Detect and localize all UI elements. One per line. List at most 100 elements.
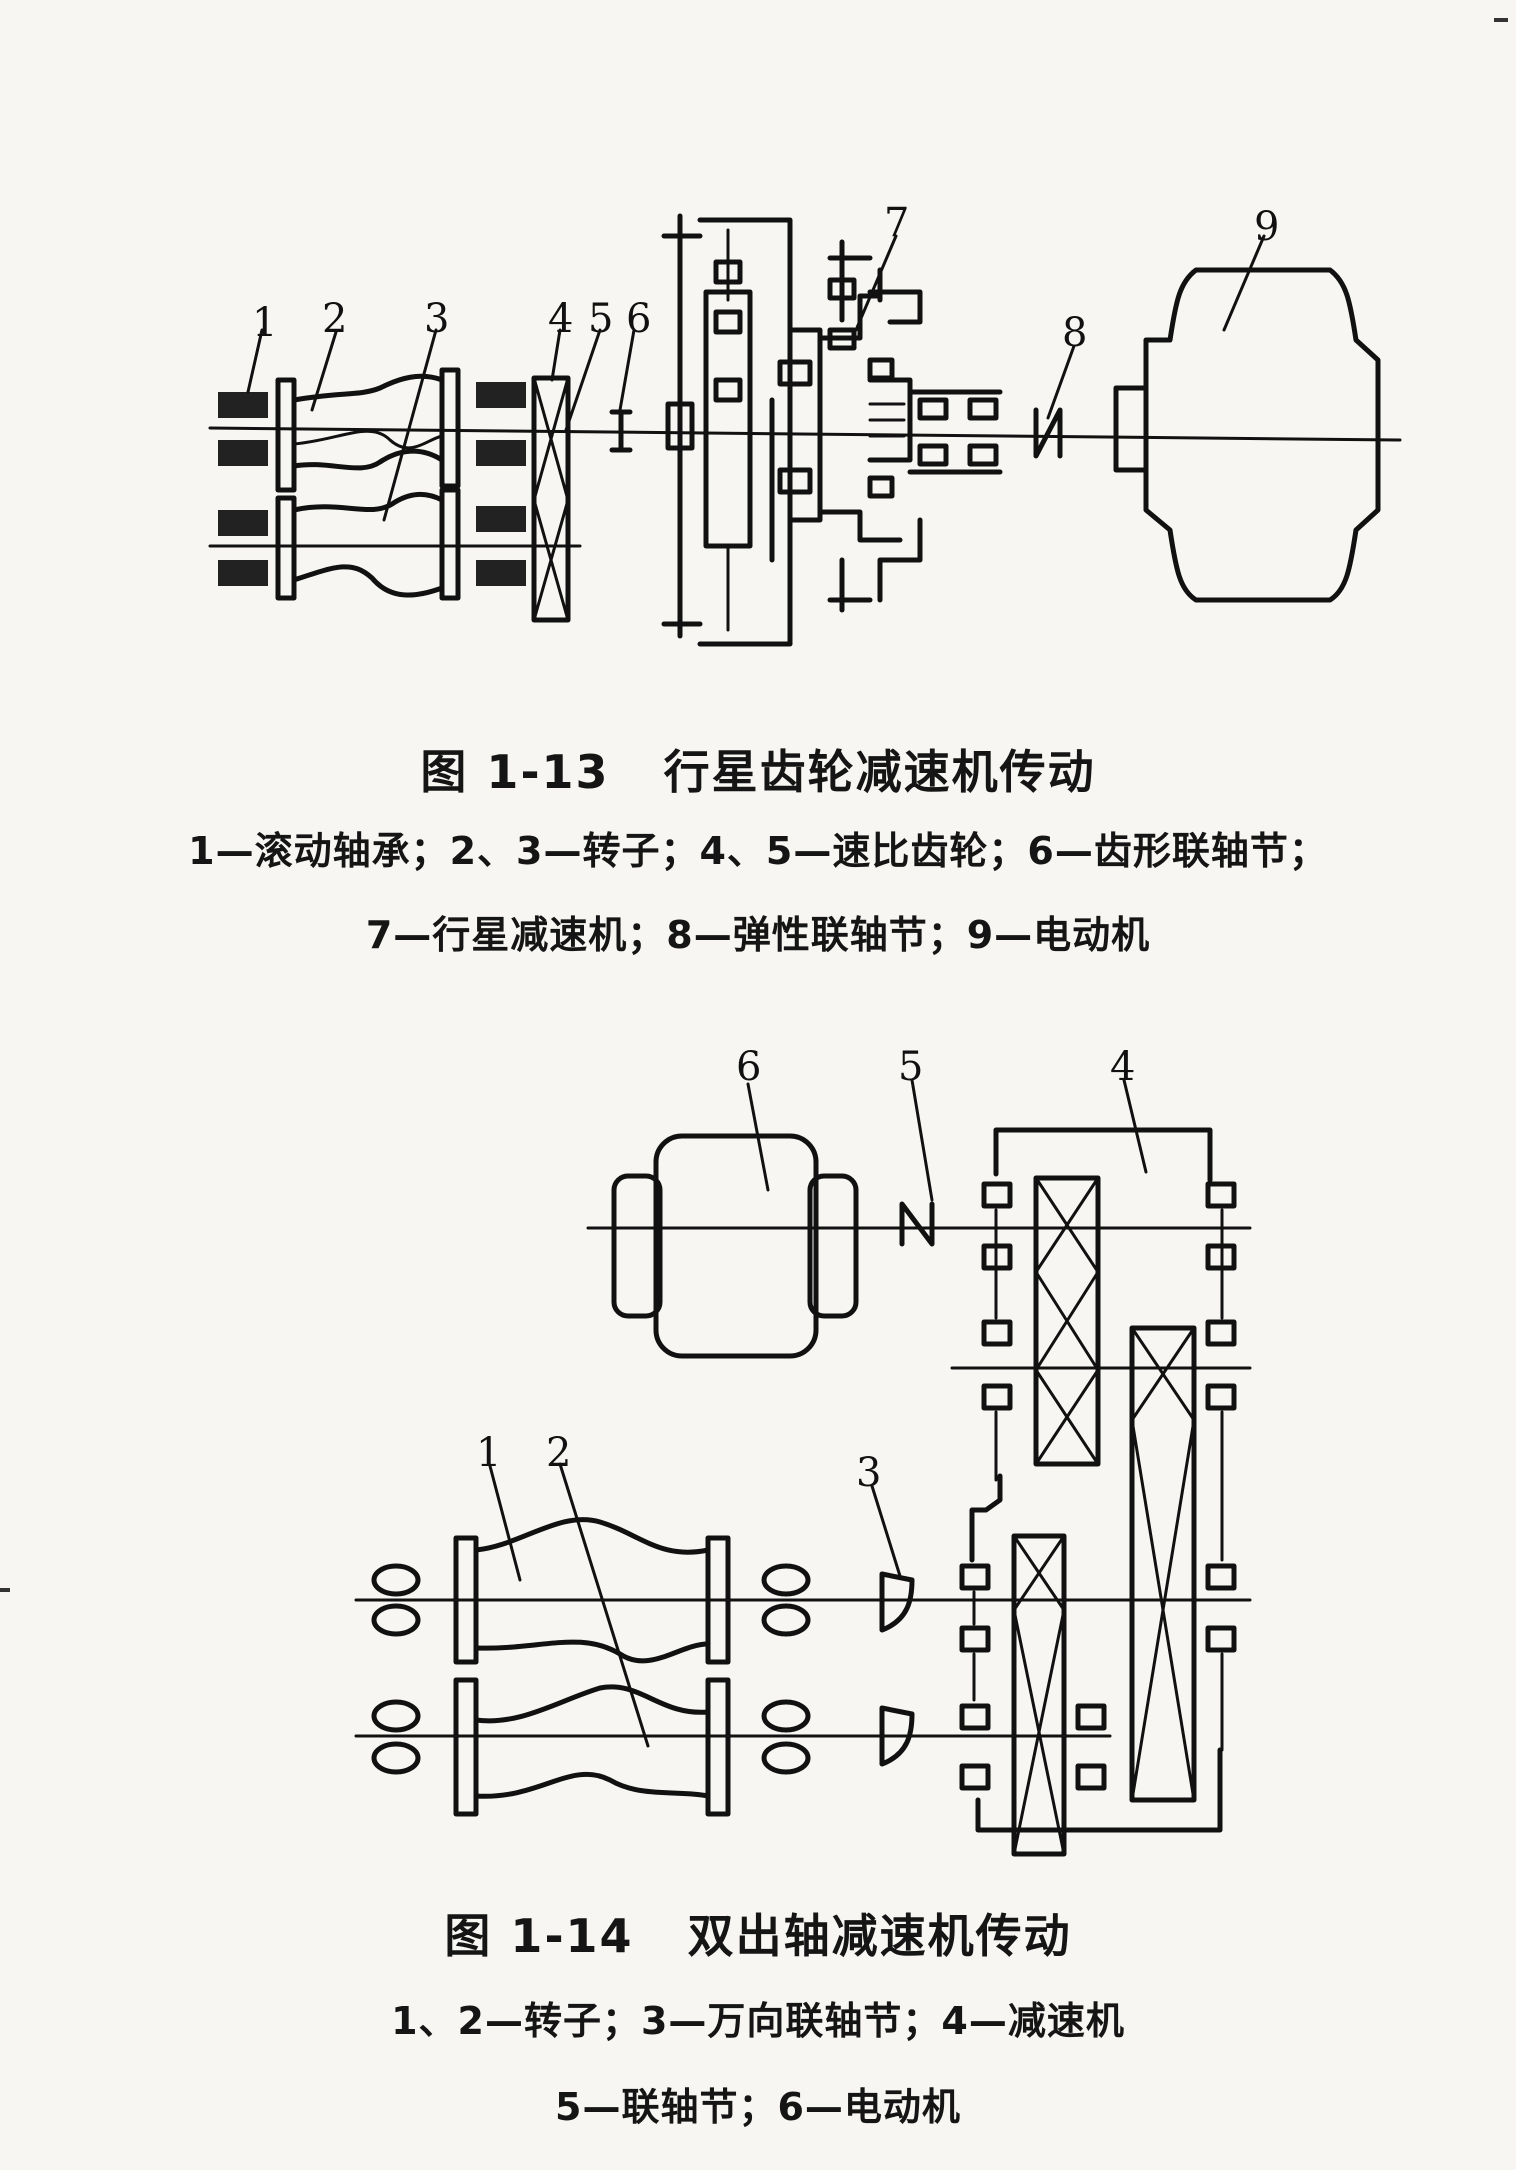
- part-number-labels: 1 2 3 4 5 6: [476, 1044, 1135, 1496]
- rotor-lobe: [291, 492, 445, 513]
- bearing: [761, 1603, 811, 1637]
- gear-cross: [1012, 1534, 1066, 1612]
- bearing: [1205, 1383, 1237, 1411]
- electric-motor: [1113, 267, 1381, 603]
- reducer-edge: [877, 517, 923, 603]
- bearing: [959, 1625, 991, 1653]
- bearing: [1205, 1625, 1237, 1653]
- shaft-bearings: [371, 1563, 811, 1775]
- bearing: [959, 1703, 991, 1731]
- rotor-flange: [453, 1677, 479, 1817]
- bearing-block: [476, 382, 526, 408]
- input-bearing: [665, 401, 695, 451]
- planet-bearing: [827, 327, 857, 351]
- bearing: [1075, 1703, 1107, 1731]
- figure-1-14-title-text: 双出轴减速机传动: [687, 1909, 1072, 1963]
- rotor-lower: [275, 487, 461, 601]
- part-number-labels: 1 2 3 4 5 6 7 8 9: [252, 200, 1279, 356]
- motor-6: [586, 1133, 958, 1359]
- figure-1-13-title-text: 行星齿轮减速机传动: [663, 745, 1096, 799]
- leader-lines: [488, 1078, 1148, 1748]
- carrier-bearing: [777, 359, 813, 387]
- leader-line: [246, 328, 264, 394]
- rotor-1: [453, 1517, 731, 1665]
- bearing: [981, 1181, 1013, 1209]
- gear-cross: [1034, 1368, 1100, 1466]
- bearing-block: [218, 510, 268, 536]
- output-bearing: [967, 397, 999, 421]
- planet-bearing: [713, 377, 743, 403]
- bearing: [761, 1699, 811, 1733]
- bearing: [1205, 1563, 1237, 1591]
- bearing: [371, 1603, 421, 1637]
- bearing: [959, 1563, 991, 1591]
- planet-bearing: [713, 259, 743, 285]
- planetary-gear-drive-diagram: 1 2 3 4 5 6 7 8 9: [208, 200, 1402, 647]
- part-label-8: 8: [1062, 310, 1087, 356]
- bearing: [1205, 1319, 1237, 1347]
- part-label-5: 5: [588, 296, 613, 342]
- part-label-6: 6: [736, 1044, 761, 1090]
- part-label-4: 4: [548, 296, 573, 342]
- bearing-block: [218, 440, 268, 466]
- rotor-flange: [705, 1535, 731, 1665]
- bearing: [371, 1741, 421, 1775]
- output-bearing: [867, 475, 895, 499]
- bearing: [1075, 1763, 1107, 1791]
- gear-block: [1129, 1325, 1197, 1803]
- rotor-lobe: [473, 1639, 711, 1664]
- motor-end-cap: [611, 1173, 663, 1319]
- rotor-flange: [275, 377, 297, 493]
- rotor-lobe: [292, 429, 444, 450]
- figure-1-14-legend-line-2: 5—联轴节；6—电动机: [555, 2085, 961, 2129]
- rotor-flange: [275, 495, 297, 601]
- motor-body: [1143, 267, 1381, 603]
- leader-line: [870, 1484, 902, 1578]
- part-label-1: 1: [252, 300, 277, 346]
- page-corner-mark: [1494, 18, 1508, 22]
- figure-1-14-legend-line-1: 1、2—转子；3—万向联轴节；4—减速机: [391, 1999, 1125, 2043]
- gear-block: [1011, 1533, 1067, 1857]
- rotor-flange: [453, 1535, 479, 1665]
- figure-1-13-number: 图 1-13: [420, 745, 610, 799]
- elastic-coupling: [1033, 407, 1063, 459]
- leader-line: [854, 234, 898, 332]
- leader-line: [310, 330, 338, 412]
- leader-line: [558, 1462, 650, 1748]
- part-label-2: 2: [546, 1430, 571, 1476]
- page-edge-mark: [0, 1588, 10, 1592]
- gear-cross: [1034, 1270, 1100, 1372]
- housing-outline: [697, 217, 793, 647]
- leader-line: [550, 328, 562, 382]
- leader-line: [564, 328, 602, 432]
- leader-line: [1046, 344, 1076, 420]
- figure-1-13-legend-line-1: 1—滚动轴承；2、3—转子；4、5—速比齿轮；6—齿形联轴节；: [188, 829, 1328, 873]
- rotor-flange: [439, 367, 461, 489]
- gear-cross: [1130, 1326, 1196, 1422]
- bearing: [371, 1563, 421, 1597]
- reducer-edge: [867, 289, 923, 325]
- planet-bearing: [827, 277, 857, 301]
- bearing: [761, 1563, 811, 1597]
- rotor-2: [453, 1677, 731, 1817]
- part-label-1: 1: [476, 1430, 501, 1476]
- bearing-block: [476, 506, 526, 532]
- coupling-zigzag: [1033, 407, 1063, 459]
- part-label-9: 9: [1254, 204, 1279, 250]
- bearing-block: [218, 560, 268, 586]
- carrier-frame: [787, 327, 823, 523]
- reducer-bottom-frame: [975, 1747, 1223, 1833]
- part-label-4: 4: [1110, 1044, 1135, 1090]
- bearing-block: [218, 392, 268, 418]
- gear-cross: [1130, 1418, 1196, 1802]
- gear-box-frame: [531, 375, 571, 623]
- figure-1-14-number: 图 1-14: [444, 1909, 634, 1963]
- motor-shaft-hub: [1113, 385, 1149, 473]
- rotor-lobe: [473, 1771, 711, 1799]
- figure-1-13-title: 图 1-13 行星齿轮减速机传动: [0, 736, 1516, 802]
- leader-line: [910, 1078, 934, 1202]
- output-frame: [817, 509, 903, 543]
- motor-body: [653, 1133, 819, 1359]
- rotor-lobe: [291, 448, 445, 471]
- double-output-reducer-diagram: 1 2 3 4 5 6: [354, 1044, 1252, 1857]
